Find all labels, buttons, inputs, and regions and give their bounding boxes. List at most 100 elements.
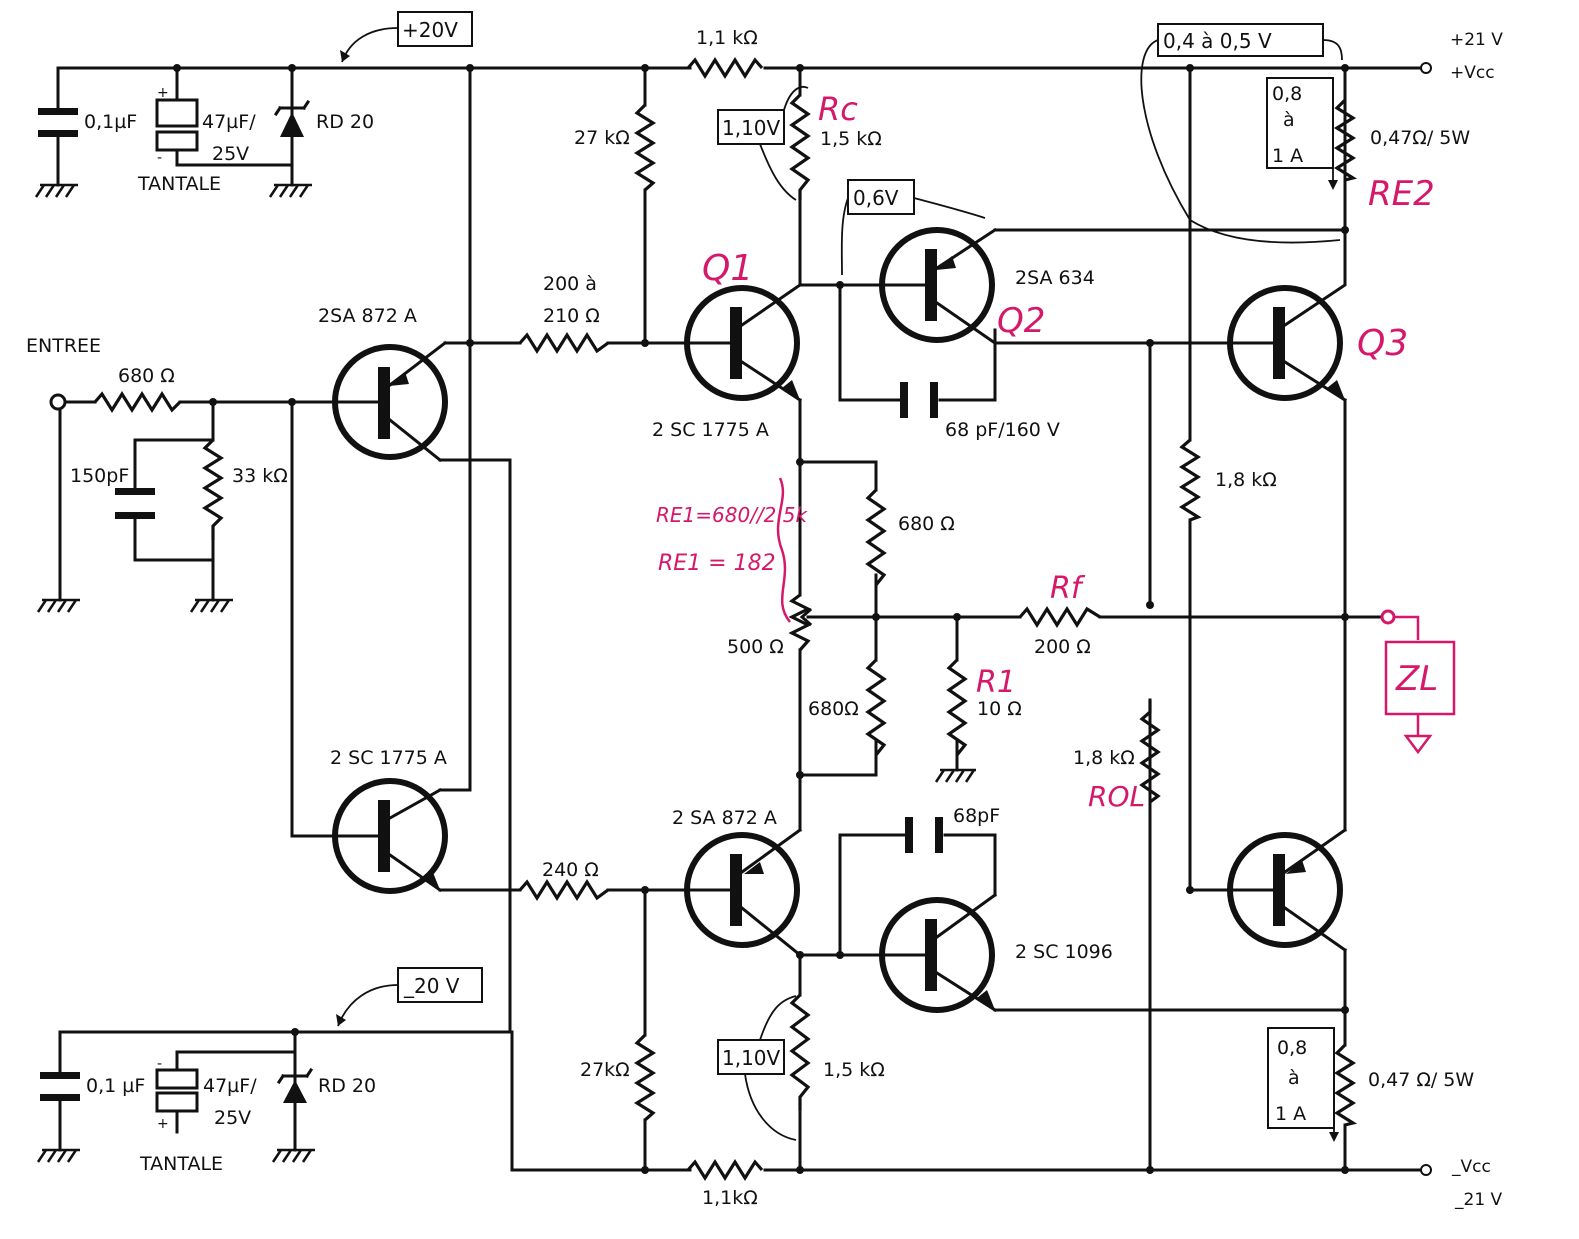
capacitor-68pf-top <box>900 382 938 418</box>
transistor-q1-2sc1775a <box>683 282 803 403</box>
transistor-2sc1096 <box>879 892 998 1013</box>
label-r-680-b: 680Ω <box>808 698 859 720</box>
svg-text:+: + <box>157 1116 169 1132</box>
annot-r1: R1 <box>976 665 1016 700</box>
transistor-2sc1775a-input <box>332 778 448 894</box>
resistor-1k1-bot <box>686 1158 764 1182</box>
ground-c-bot <box>36 1148 80 1163</box>
transistor-2sa872a-input <box>332 340 448 463</box>
annot-q2: Q2 <box>997 301 1045 341</box>
transistor-2sa872a-bot <box>683 827 803 958</box>
label-vcc-neg-bottom: _21 V <box>1454 1190 1503 1210</box>
label-neg-rail: _20 V <box>403 974 460 998</box>
label-r-33k: 33 kΩ <box>232 465 288 487</box>
label-i-range: 0,4 à 0,5 V <box>1163 29 1272 53</box>
resistor-1k8-top <box>1178 438 1202 522</box>
label-zener-bot: RD 20 <box>318 1075 376 1097</box>
label-r-in: 680 Ω <box>118 365 175 387</box>
svg-text:+: + <box>157 85 169 101</box>
label-r-210: 210 Ω <box>543 305 600 327</box>
transistors <box>332 227 1348 1013</box>
resistor-047-bot <box>1333 1043 1358 1127</box>
resistor-1k8-bot <box>1139 700 1161 804</box>
label-v-110-bot: 1,10V <box>722 1046 781 1070</box>
label-tr-in-top: 2SA 872 A <box>318 305 417 327</box>
label-c-bot: 0,1 µF <box>86 1075 145 1097</box>
resistor-27k-top <box>633 103 657 192</box>
annot-q1: Q1 <box>702 248 753 289</box>
label-r-1k5-bot: 1,5 kΩ <box>823 1059 885 1081</box>
label-vcc-neg-top: _Vcc <box>1451 1157 1491 1177</box>
annot-re2: RE2 <box>1368 174 1435 214</box>
label-r-200f: 200 Ω <box>1034 636 1091 658</box>
resistor-pot-top-1k5 <box>789 93 811 200</box>
capacitor-150pf <box>115 488 155 519</box>
resistor-33k <box>201 438 225 540</box>
ground-c-top <box>34 183 78 198</box>
capacitor-01uf-top <box>38 108 78 137</box>
ground-zener-bot <box>271 1148 315 1163</box>
resistor-200-feedback <box>1018 605 1101 629</box>
label-ctant-top: 47µF/ <box>202 111 256 133</box>
capacitor-47uf-bot: - + <box>155 1056 199 1132</box>
label-i-box-bot-3: 1 A <box>1275 1103 1306 1125</box>
zener-rd20-bot <box>276 1067 314 1103</box>
zener-rd20-top <box>273 99 311 137</box>
svg-text:-: - <box>157 1056 162 1072</box>
label-q-bot-mid-type: 2 SC 1096 <box>1015 941 1113 963</box>
label-i-box-top-1: 0,8 <box>1272 83 1302 105</box>
label-v-110-top: 1,10V <box>722 116 781 140</box>
annot-re1-a: RE1=680//2.5k <box>656 503 808 527</box>
transistor-q2-2sa634 <box>879 227 998 346</box>
label-r-1k8-bot: 1,8 kΩ <box>1073 747 1135 769</box>
resistor-1k1-top <box>686 56 764 80</box>
label-i-box-top-3: 1 A <box>1272 145 1303 167</box>
zener-diodes <box>273 99 314 1103</box>
label-ctant-bot-v: 25V <box>214 1107 251 1129</box>
label-c-top: 0,1µF <box>84 111 137 133</box>
ground-input <box>36 598 80 613</box>
label-r-680-a: 680 Ω <box>898 513 955 535</box>
label-i-box-top-2: à <box>1283 109 1295 131</box>
label-entree: ENTREE <box>26 335 101 357</box>
annot-q3: Q3 <box>1357 323 1408 364</box>
label-ctant-top-v: 25V <box>212 143 249 165</box>
output-terminal <box>1380 609 1396 625</box>
label-c-68-bot: 68pF <box>953 805 1000 827</box>
capacitor-68pf-bot <box>905 817 943 853</box>
resistor-680-upper <box>865 488 887 586</box>
label-r-27k-top: 27 kΩ <box>574 127 630 149</box>
vcc-neg-terminal <box>1420 1164 1432 1176</box>
label-tr-in-bot: 2 SC 1775 A <box>330 747 447 769</box>
annot-load-zl: ZL <box>1384 615 1456 755</box>
label-i-box-bot-2: à <box>1288 1067 1300 1089</box>
resistor-047-top <box>1333 98 1358 182</box>
resistor-r1-10 <box>946 658 968 756</box>
label-q-bot-left-type: 2 SA 872 A <box>672 807 777 829</box>
label-r-27k-bot: 27kΩ <box>580 1059 630 1081</box>
resistor-27k-bot <box>633 1033 657 1122</box>
resistor-input-680 <box>93 390 182 414</box>
label-pot-500: 500 Ω <box>727 636 784 658</box>
label-r-1k5-top: 1,5 kΩ <box>820 128 882 150</box>
svg-text:ZL: ZL <box>1395 659 1438 699</box>
label-r-1k1-bot: 1,1kΩ <box>702 1187 758 1209</box>
label-ctant-bot: 47µF/ <box>203 1075 257 1097</box>
ground-r1 <box>934 768 976 783</box>
label-i-box-bot-1: 0,8 <box>1277 1037 1307 1059</box>
input-terminal <box>49 393 67 411</box>
label-q2-type: 2SA 634 <box>1015 267 1095 289</box>
annot-rol: ROL <box>1088 780 1145 813</box>
label-q1-type: 2 SC 1775 A <box>652 419 769 441</box>
label-c-in: 150pF <box>70 465 129 487</box>
label-v-06: 0,6V <box>853 186 899 210</box>
ground-symbols <box>34 183 976 1163</box>
capacitor-47uf-top: + - <box>155 85 199 166</box>
annot-brace <box>776 477 791 623</box>
annot-rc: Rc <box>818 90 858 128</box>
label-c-68-top: 68 pF/160 V <box>945 419 1060 441</box>
label-r-047-top: 0,47Ω/ 5W <box>1370 127 1470 149</box>
transistor-q3 <box>1226 228 1348 403</box>
ground-33k <box>189 598 233 613</box>
